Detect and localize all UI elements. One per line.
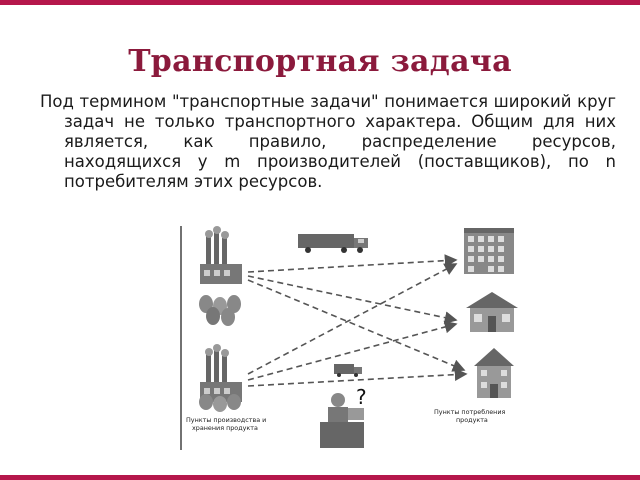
factory-icon (200, 226, 242, 284)
factory-icon (200, 344, 242, 402)
transport-diagram-svg: Пункты производства и хранения продукта (180, 226, 518, 450)
apartment-building-icon (464, 228, 514, 274)
question-mark: ? (356, 385, 367, 409)
truck-icon (298, 234, 368, 253)
house-icon (466, 292, 518, 332)
person-at-desk-icon (320, 393, 364, 448)
top-accent-bar (0, 0, 640, 5)
consumers-caption-line2: продукта (456, 416, 488, 424)
shipment-arrows (247, 254, 468, 387)
producers-caption-line2: хранения продукта (192, 424, 258, 432)
slide-title: Транспортная задача (128, 44, 512, 79)
sacks-icon (199, 394, 241, 412)
bottom-accent-bar (0, 475, 640, 480)
sacks-icon (199, 295, 241, 326)
consumers-caption-line1: Пункты потребления (434, 408, 506, 416)
slide-paragraph: Под термином "транспортные задачи" поним… (40, 92, 616, 191)
transport-diagram: Пункты производства и хранения продукта (178, 224, 550, 450)
producers-caption-line1: Пункты производства и (186, 416, 266, 424)
house-icon (474, 348, 514, 398)
truck-icon (334, 364, 362, 377)
